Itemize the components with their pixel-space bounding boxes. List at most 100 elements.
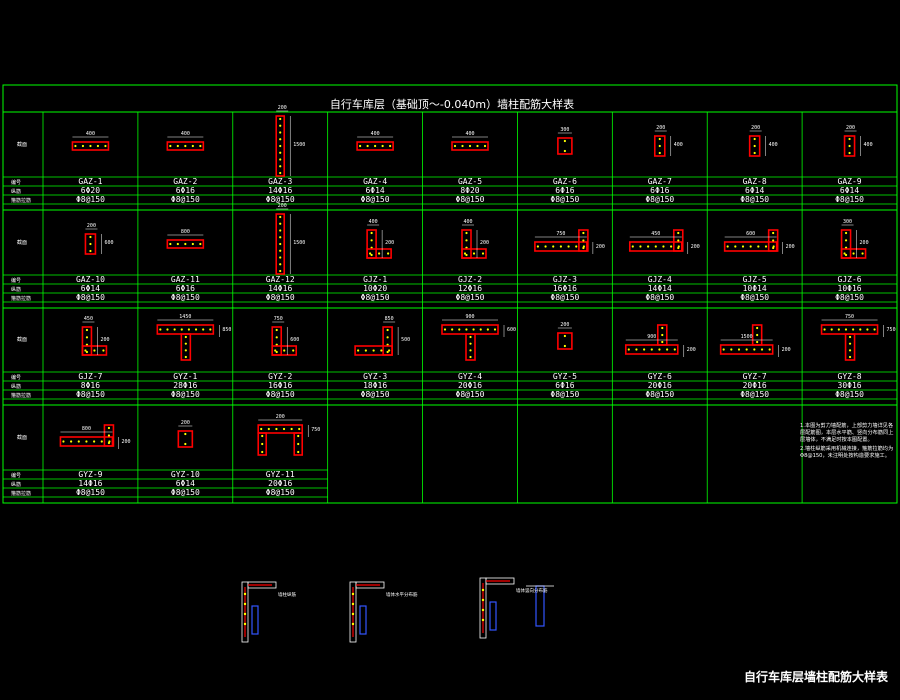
table-title: 自行车库层（基础顶～-0.040m）墙柱配筋大样表 [330,97,574,111]
section-outline [578,229,589,252]
rebar-dot [89,144,92,148]
dimension-text: 200 [691,244,700,250]
column-rebar: 6Φ14 [81,284,100,293]
dimension-text: 200 [276,414,285,420]
column-rebar: 20Φ16 [458,381,482,390]
rebar-dot [666,348,669,351]
section-outline [767,229,779,252]
section-outline [820,324,879,335]
rebar-dot [722,348,725,351]
table-band: 截面编号纵筋箍筋拉筋GAZ-106Φ14Φ8@150200600GAZ-116Φ… [3,203,898,309]
rebar-dot [481,252,485,255]
column-rebar: 14Φ14 [648,284,672,293]
table-band: 截面编号纵筋箍筋拉筋GJZ-78Φ16Φ8@150450200GYZ-128Φ1… [3,307,898,406]
rebar-dot [283,349,286,352]
rebar-dot [260,427,263,431]
rebar-dot [279,158,282,161]
rebar-dot [85,328,89,332]
column-rebar: 14Φ16 [78,479,102,488]
rebar-dot [243,592,247,596]
rebar-dot [74,144,77,148]
rebar-dot [279,215,282,219]
section-outline [557,137,573,155]
rebar-dot [191,242,194,246]
row-label-rebar: 纵筋 [11,188,21,195]
rebar-dot [370,231,373,235]
row-label-stirrup: 箍筋拉筋 [11,197,31,204]
column-id: GAZ-4 [363,177,387,186]
rebar-dot [107,441,111,445]
rebar-dot [677,246,680,250]
section-outline [748,135,761,157]
dimension-text: 400 [864,142,873,148]
rebar-dot [575,245,578,248]
rebar-dot [84,349,87,352]
rebar-dot [848,349,852,352]
column-rebar: 20Φ16 [648,381,672,390]
rebar-dot [563,334,566,338]
dimension-text: 400 [86,131,95,137]
row-label-rebar: 纵筋 [11,481,21,488]
column-id: GAZ-9 [838,177,862,186]
section-outline [71,141,110,151]
column-rebar: 12Φ16 [458,284,482,293]
column-id: GAZ-5 [458,177,482,186]
general-notes: 1.本图为剪力墙配筋，上部剪力墙详见各层配筋图，本层水平筋、竖向分布筋同上层墙体… [800,423,896,462]
rebar-dot [381,144,384,148]
rebar-dot [544,245,547,248]
rebar-dot [563,149,566,153]
row-label-rebar: 纵筋 [11,286,21,293]
column-id: GAZ-10 [76,275,105,284]
section-outline [84,233,97,255]
rebar-dot [166,328,169,331]
column-stirrup: Φ8@150 [266,293,295,302]
rebar-dot [745,348,748,351]
column-stirrup: Φ8@150 [76,293,105,302]
section-outline [356,141,394,151]
rebar-dot [279,171,282,175]
column-id: GAZ-1 [78,177,102,186]
dimension-text: 900 [465,314,474,320]
section-outline [271,345,298,356]
dimension-text: 1500 [741,334,753,340]
column-rebar: 10Φ16 [838,284,862,293]
section-outline [751,324,763,346]
construction-details: 墙柱纵筋墙体水平分布筋墙体竖向分布筋 [241,577,554,643]
rebar-dot [830,328,833,331]
rebar-dot [756,333,759,337]
column-rebar: 6Φ16 [555,186,574,195]
rebar-dot [96,144,100,148]
rebar-dot [493,328,497,331]
column-id: GJZ-3 [553,275,577,284]
rebar-dot [378,252,381,255]
column-rebar: 20Φ16 [743,381,767,390]
rebar-dot [469,349,472,352]
rebar-dot [852,252,855,255]
dimension-text: 200 [121,439,130,445]
column-id: GYZ-7 [743,372,767,381]
column-stirrup: Φ8@150 [171,293,200,302]
rebar-dot [261,442,264,446]
rebar-dot [443,328,447,331]
column-rebar: 6Φ14 [840,186,859,195]
rebar-dot [290,427,293,431]
column-stirrup: Φ8@150 [835,195,864,204]
rebar-dot [479,328,482,331]
column-id: GJZ-4 [648,275,672,284]
dimension-text: 400 [465,131,474,137]
rebar-dot [243,612,247,616]
rebar-dot [209,328,212,331]
rebar-dot [753,144,756,148]
column-stirrup: Φ8@150 [550,293,579,302]
column-stirrup: Φ8@150 [76,195,105,204]
column-stirrup: Φ8@150 [361,195,390,204]
column-id: GYZ-2 [268,372,292,381]
section-outline [366,229,377,259]
column-stirrup: Φ8@150 [835,293,864,302]
dimension-text: 450 [84,316,93,322]
column-rebar: 6Φ16 [176,284,195,293]
